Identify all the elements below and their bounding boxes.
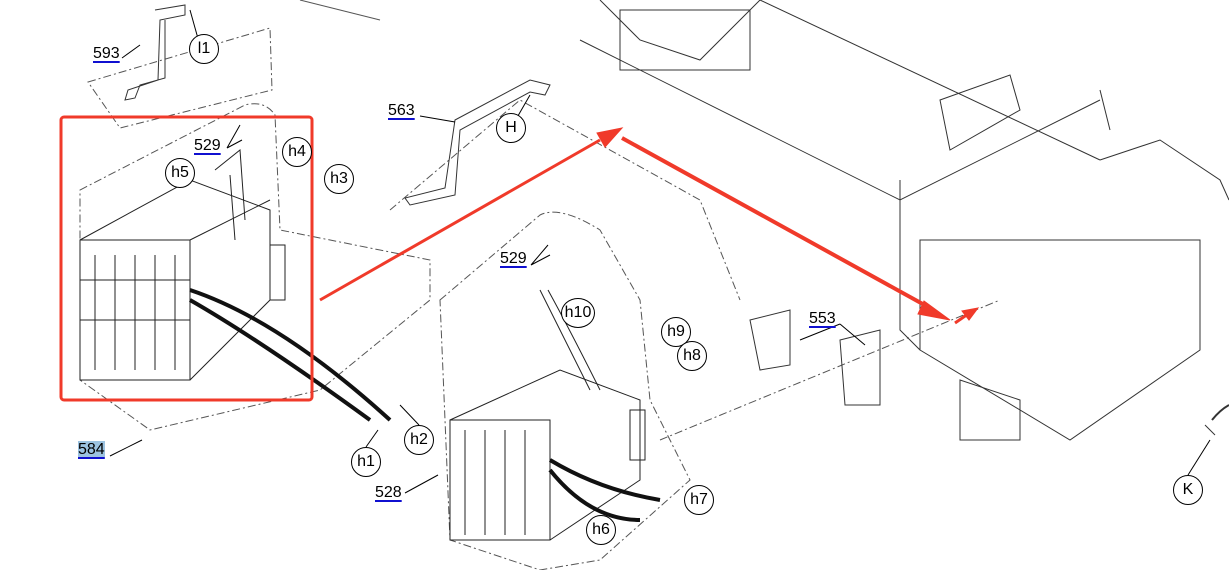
assembly-outline-528 [439,211,691,570]
callout-h10: h10 [561,298,595,328]
arrow-to-frame [319,138,601,302]
callout-K: K [1173,475,1203,505]
printer-main-frame [579,0,1229,441]
callout-l1: l1 [189,34,219,64]
highlight-box [59,115,314,402]
callout-h4: h4 [282,137,312,167]
callout-h3: h3 [324,164,354,194]
part-link-553[interactable]: 553 [809,310,836,327]
part-link-528[interactable]: 528 [375,484,402,501]
cage-assembly-528 [449,289,646,541]
callout-h5: h5 [165,158,195,188]
callout-h6: h6 [586,515,616,545]
assembly-outline-593 [87,27,273,129]
callout-h9: h9 [661,317,691,347]
part-link-529[interactable]: 529 [194,137,221,154]
part-link-584[interactable]: 584 [78,441,105,459]
callout-h7: h7 [684,485,714,515]
part-link-563[interactable]: 563 [388,102,415,119]
assembly-outline-584 [79,103,431,431]
part-link-593[interactable]: 593 [93,45,120,62]
part-link-529[interactable]: 529 [500,250,527,267]
callout-H: H [496,113,526,143]
arrows [319,127,980,325]
callout-h1: h1 [351,447,381,477]
arrow-head [917,300,951,321]
callout-h2: h2 [404,425,434,455]
arrow-head [596,127,624,148]
arrow-to-install-position [621,136,931,310]
cage-assembly-584 [79,149,286,381]
callout-h8: h8 [677,341,707,371]
